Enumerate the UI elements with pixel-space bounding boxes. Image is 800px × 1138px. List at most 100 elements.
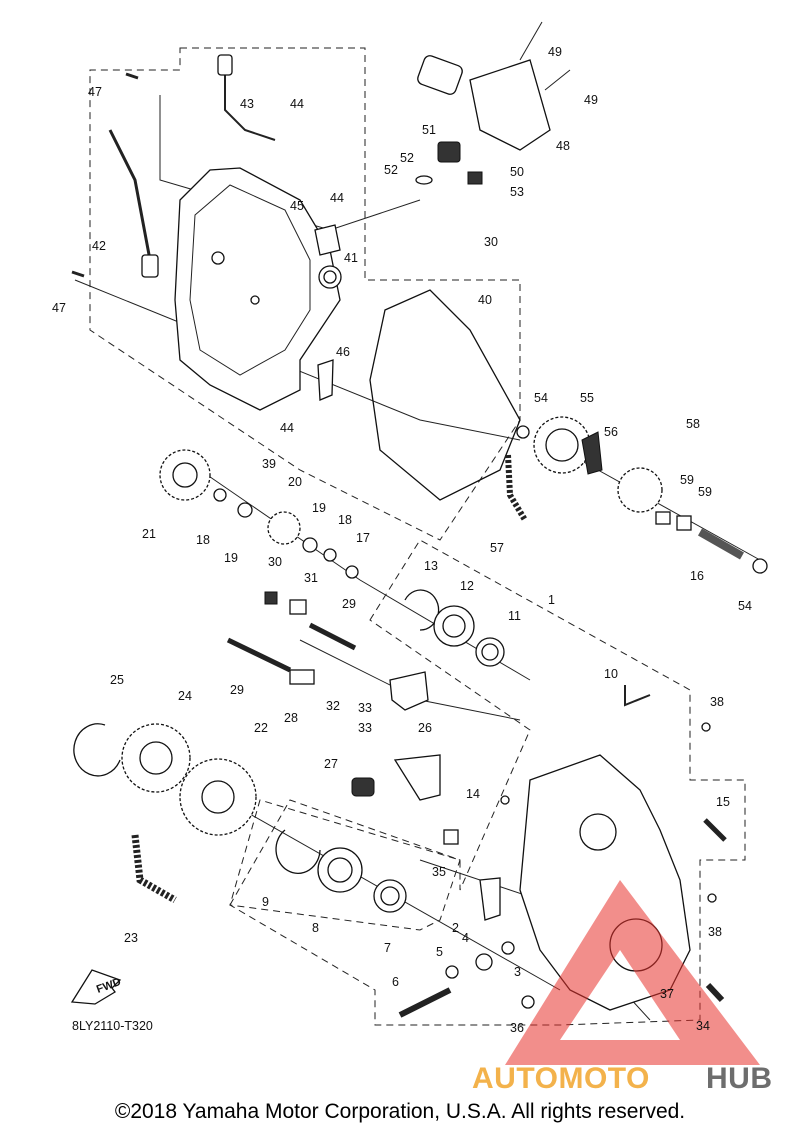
callout-52b: 52	[384, 163, 398, 177]
gear-58	[617, 467, 663, 513]
gear-51	[437, 141, 461, 163]
callout-22: 22	[254, 721, 268, 735]
callout-7: 7	[384, 941, 391, 955]
callout-58: 58	[686, 417, 700, 431]
spring-30b	[264, 591, 278, 605]
bracket-2	[479, 877, 501, 921]
callout-14: 14	[466, 787, 480, 801]
callout-51: 51	[422, 123, 436, 137]
callout-27: 27	[324, 757, 338, 771]
bolt-6	[398, 987, 452, 1018]
guide-46	[317, 359, 334, 401]
callout-25: 25	[110, 673, 124, 687]
crankcase-cover	[174, 167, 341, 411]
axis-line	[189, 779, 561, 991]
callout-4: 4	[462, 931, 469, 945]
callout-9: 9	[262, 895, 269, 909]
bolt-38b	[707, 893, 717, 903]
callout-8: 8	[312, 921, 319, 935]
callout-36: 36	[510, 1021, 524, 1035]
callout-56: 56	[604, 425, 618, 439]
wire-harness-42	[108, 129, 152, 261]
callout-29b: 29	[230, 683, 244, 697]
callout-43: 43	[240, 97, 254, 111]
callout-2: 2	[452, 921, 459, 935]
circlip-18a	[213, 488, 227, 502]
callout-21: 21	[142, 527, 156, 541]
callout-32: 32	[326, 699, 340, 713]
circlip-18b	[323, 548, 337, 562]
sensor-53	[467, 171, 483, 185]
callout-53: 53	[510, 185, 524, 199]
nut-5	[445, 965, 459, 979]
callout-18b: 18	[338, 513, 352, 527]
washer-19b	[302, 537, 318, 553]
sensor-wire-43	[224, 75, 276, 141]
pin-14	[500, 795, 510, 805]
bolt-47b	[71, 270, 85, 278]
callout-5: 5	[436, 945, 443, 959]
circlip-25	[73, 723, 121, 777]
plate-45	[314, 224, 341, 256]
callout-54a: 54	[534, 391, 548, 405]
axis-line	[579, 459, 761, 561]
cover-boss	[211, 251, 225, 265]
callout-50: 50	[510, 165, 524, 179]
bolt-49b	[544, 69, 571, 91]
callout-46: 46	[336, 345, 350, 359]
circlip-9	[275, 829, 321, 874]
hub-56	[581, 431, 603, 475]
washer-3	[501, 941, 515, 955]
callout-41: 41	[344, 251, 358, 265]
callout-44b: 44	[330, 191, 344, 205]
fork-28	[289, 669, 315, 685]
o-ring-52	[415, 175, 433, 185]
callout-10: 10	[604, 667, 618, 681]
callout-33b: 33	[358, 721, 372, 735]
callout-52a: 52	[400, 151, 414, 165]
callout-55: 55	[580, 391, 594, 405]
connector-42	[141, 254, 159, 278]
callout-19a: 19	[224, 551, 238, 565]
collar-31	[289, 599, 307, 615]
watermark-text-primary: AUTOMOTO	[472, 1062, 650, 1095]
bolt-34	[705, 982, 725, 1003]
case-boss	[579, 813, 617, 851]
shaft-16	[698, 528, 744, 560]
exploded-view: FWD AUTOMOTO HUB 8LY2110-T320 47 43 44 4…	[52, 21, 772, 1095]
watermark-triangle	[505, 880, 760, 1065]
callout-28: 28	[284, 711, 298, 725]
collar-4	[475, 953, 493, 971]
callout-49b: 49	[584, 93, 598, 107]
callout-35: 35	[432, 865, 446, 879]
callout-16: 16	[690, 569, 704, 583]
callout-3: 3	[514, 965, 521, 979]
callout-54b: 54	[738, 599, 752, 613]
callout-44a: 44	[290, 97, 304, 111]
callout-44c: 44	[280, 421, 294, 435]
callout-24: 24	[178, 689, 192, 703]
chain-23	[131, 834, 177, 904]
spring-27	[351, 777, 375, 797]
fwd-arrow	[70, 969, 122, 1005]
washer-54b	[752, 558, 768, 574]
callout-47b: 47	[52, 301, 66, 315]
diagram-code: 8LY2110-T320	[72, 1019, 153, 1033]
callout-30a: 30	[484, 235, 498, 249]
bolt-49a	[519, 21, 543, 61]
callout-18a: 18	[196, 533, 210, 547]
circlip-13	[404, 589, 440, 631]
bolt-15	[703, 818, 727, 842]
lever-26	[393, 754, 441, 801]
callout-1: 1	[548, 593, 555, 607]
callout-38a: 38	[710, 695, 724, 709]
collar-35	[443, 829, 459, 845]
bearing-group-outline	[229, 799, 461, 931]
bushing-59a	[655, 511, 671, 525]
shift-fork-32	[389, 671, 429, 711]
shaft-29a	[308, 622, 357, 651]
callout-12: 12	[460, 579, 474, 593]
callout-45: 45	[290, 199, 304, 213]
callout-17: 17	[356, 531, 370, 545]
